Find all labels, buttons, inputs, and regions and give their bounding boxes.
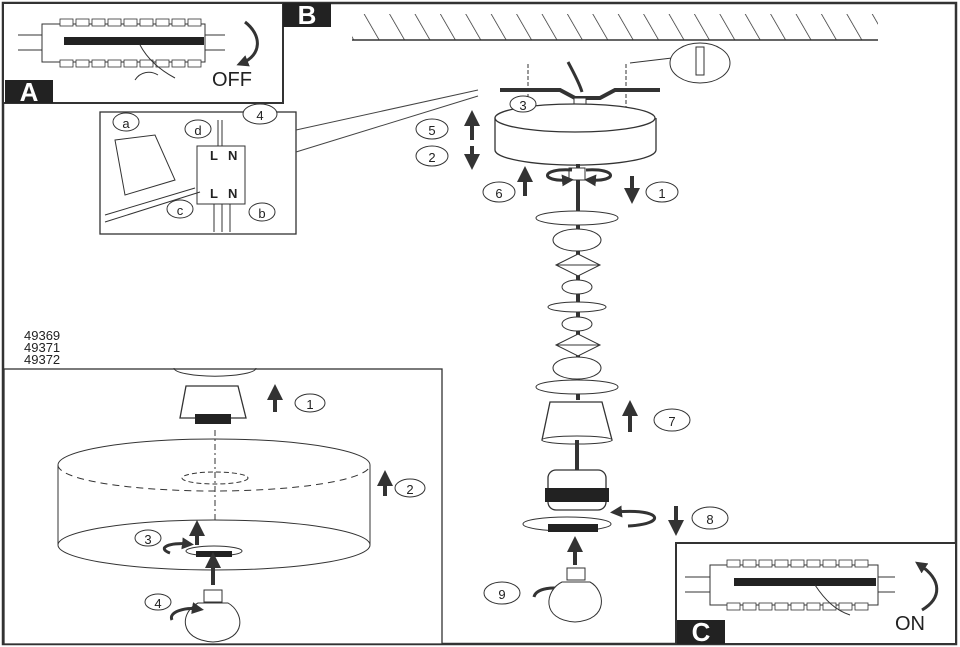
bead-disc	[535, 210, 619, 226]
step-6-callout: 6	[482, 181, 516, 203]
panel-c-badge	[677, 620, 725, 644]
lamp-socket	[545, 469, 609, 511]
circuit-breaker-icon-on	[685, 559, 895, 611]
ceiling	[352, 14, 878, 41]
bead-ball	[552, 228, 602, 252]
rotate-arrow-icon	[162, 537, 194, 555]
rotate-down-arrow-icon	[236, 20, 259, 67]
circuit-breaker-icon	[18, 18, 225, 68]
pendant-bead-stack	[535, 210, 619, 400]
step-8-callout: 8	[691, 506, 729, 530]
svg-text:7: 7	[668, 414, 675, 429]
terminal-label-n-bottom: N	[228, 186, 237, 201]
switch-off-label: OFF	[212, 69, 252, 91]
callout-c: c	[177, 203, 184, 218]
hand-icon-on	[814, 584, 851, 616]
rotate-arrow-icon	[610, 505, 657, 528]
switch-on-label: ON	[895, 613, 925, 635]
shade-step-4-callout: 4	[144, 593, 172, 611]
svg-text:2: 2	[428, 150, 435, 165]
svg-text:9: 9	[498, 587, 505, 602]
callout-d: d	[194, 123, 201, 138]
svg-text:3: 3	[144, 532, 151, 547]
screwdriver-icon	[104, 187, 196, 216]
step-3-callout: 3	[509, 95, 537, 113]
svg-text:3: 3	[519, 98, 526, 113]
svg-text:1: 1	[306, 397, 313, 412]
bead-ball	[561, 316, 593, 332]
svg-text:8: 8	[706, 512, 713, 527]
terminal-label-l-top: L	[210, 148, 218, 163]
callout-a: a	[122, 116, 130, 131]
main-step-callouts: 3 5 2 6 1 7 8 9	[415, 95, 729, 605]
rotate-arrow-icon	[546, 168, 574, 187]
shade-assembly-panel: 1 2 3 4	[3, 367, 443, 645]
step-2-callout: 2	[415, 145, 449, 167]
step-1-callout: 1	[645, 181, 679, 203]
shade-step-2-callout: 2	[394, 478, 426, 498]
rotate-arrow-icon	[169, 602, 204, 621]
panel-a-letter: A	[20, 77, 39, 107]
rotate-up-arrow-icon	[915, 561, 939, 612]
step-4-callout: 4	[256, 108, 263, 123]
rotate-arrow-icon	[584, 168, 612, 187]
bead-disc	[547, 301, 607, 313]
step-5-callout: 5	[415, 118, 449, 140]
callout-b: b	[258, 206, 265, 221]
terminal-label-n-top: N	[228, 148, 237, 163]
light-bulb	[548, 567, 602, 623]
svg-text:4: 4	[154, 596, 161, 611]
canopy	[494, 103, 657, 166]
model-number: 49371	[24, 340, 60, 355]
svg-text:1: 1	[658, 186, 665, 201]
svg-text:6: 6	[495, 186, 502, 201]
hand-icon	[139, 44, 176, 79]
bead-disc	[535, 379, 619, 395]
shade-step-3-callout: 3	[134, 529, 162, 547]
cover-icon	[114, 134, 176, 196]
panel-c-letter: C	[692, 617, 711, 647]
svg-text:2: 2	[406, 482, 413, 497]
bead-ball	[561, 279, 593, 295]
socket-ring	[522, 516, 612, 532]
shade-step-1-callout: 1	[294, 393, 326, 413]
terminal-block-icon	[196, 145, 246, 205]
svg-text:5: 5	[428, 123, 435, 138]
panel-switch-on: C ON	[675, 542, 957, 647]
model-number: 49372	[24, 352, 60, 367]
shade-cup	[179, 385, 247, 419]
terminal-label-l-bottom: L	[210, 186, 218, 201]
panel-b-badge	[283, 3, 331, 27]
panel-switch-off: B A OFF	[2, 0, 331, 107]
ceiling-bracket	[500, 42, 731, 113]
terminal-block-detail: 4 L N L N a d c b	[99, 89, 479, 235]
panel-b-letter: B	[298, 0, 317, 30]
cup-shade	[541, 401, 613, 445]
bead-ball	[552, 356, 602, 380]
model-numbers: 49369 49371 49372	[24, 328, 60, 367]
step-9-callout: 9	[483, 581, 521, 605]
panel-a-badge	[5, 80, 53, 103]
model-number: 49369	[24, 328, 60, 343]
step-7-callout: 7	[653, 408, 691, 432]
